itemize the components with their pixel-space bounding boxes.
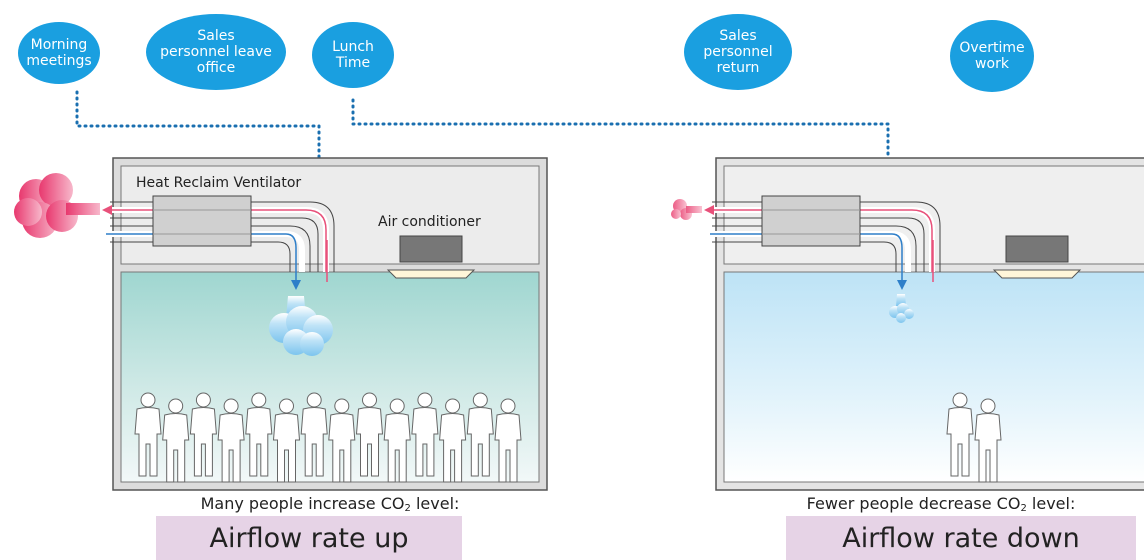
left-caption-subscript: 2 xyxy=(404,503,411,514)
air-conditioner-unit-right xyxy=(1005,235,1069,263)
timeline-bubble-lunch: Lunch Time xyxy=(312,22,394,88)
hrv-unit xyxy=(152,195,252,247)
right-caption-text: Fewer people decrease CO xyxy=(806,494,1021,513)
timeline-bubble-sales-leave: Sales personnel leave office xyxy=(146,14,286,90)
ceiling-vent xyxy=(386,269,476,279)
right-caption-subscript: 2 xyxy=(1020,503,1027,514)
exhaust-smoke-large xyxy=(14,173,100,238)
right-building xyxy=(671,157,1144,491)
timeline-connector-left xyxy=(75,90,321,160)
left-building xyxy=(14,157,548,491)
left-caption: Many people increase CO2 level: xyxy=(150,494,510,514)
left-caption-text: Many people increase CO xyxy=(200,494,405,513)
right-caption: Fewer people decrease CO2 level: xyxy=(756,494,1126,514)
right-caption-tail: level: xyxy=(1026,494,1076,513)
airflow-down-label: Airflow rate down xyxy=(786,516,1136,560)
hrv-unit-right xyxy=(761,195,861,247)
supply-air-cloud-large xyxy=(269,296,333,356)
air-conditioner-unit xyxy=(399,235,463,263)
timeline-bubble-sales-return: Sales personnel return xyxy=(684,14,792,90)
airflow-up-label: Airflow rate up xyxy=(156,516,462,560)
supply-air-cloud-small xyxy=(889,294,914,323)
timeline-bubble-morning: Morning meetings xyxy=(18,22,100,84)
left-caption-tail: level: xyxy=(410,494,460,513)
ceiling-vent-right xyxy=(992,269,1082,279)
exhaust-smoke-small xyxy=(671,199,702,220)
hrv-label: Heat Reclaim Ventilator xyxy=(136,175,302,191)
air-conditioner-label: Air conditioner xyxy=(378,214,481,230)
timeline-bubble-overtime: Overtime work xyxy=(950,20,1034,92)
timeline-connector-right xyxy=(351,98,890,160)
